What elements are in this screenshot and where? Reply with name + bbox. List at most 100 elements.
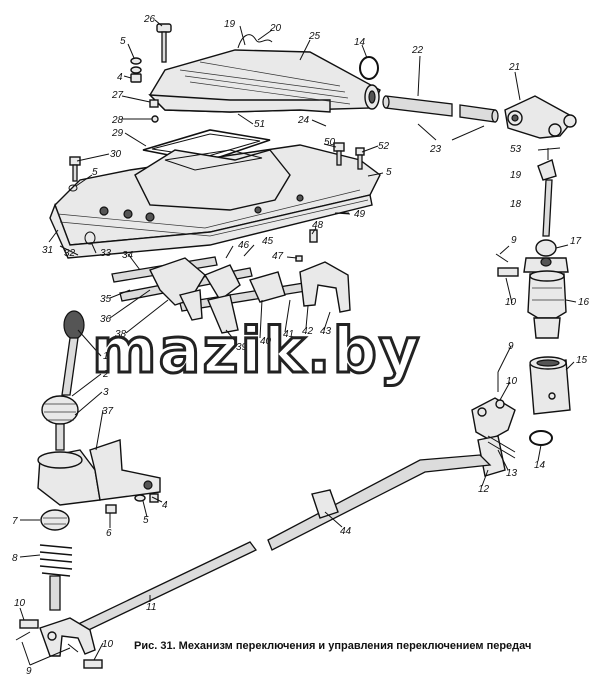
pin-23-right: [451, 125, 485, 141]
nut-4-top: [130, 73, 142, 83]
callout-11: 11: [146, 602, 156, 613]
figure-caption: Рис. 31. Механизм переключения и управле…: [134, 640, 531, 652]
washer-5-mid: [68, 184, 78, 192]
callout-5: 5: [120, 36, 126, 47]
bolt-30: [69, 156, 81, 182]
ball-joint-7: [40, 509, 70, 531]
callout-7: 7: [12, 516, 18, 527]
callout-6: 6: [106, 528, 112, 539]
rod-11: [69, 541, 257, 637]
watermark: mazik.by: [92, 314, 421, 387]
callout-22: 22: [411, 45, 424, 56]
callout-34: 34: [122, 250, 134, 261]
callout-39: 39: [236, 342, 248, 353]
callout-1: 1: [103, 351, 109, 362]
callout-5-b: 5: [92, 167, 98, 178]
pin-9-right: [495, 253, 509, 263]
callout-2: 2: [102, 369, 109, 380]
bolt-6: [105, 504, 117, 514]
clamp-15: [529, 356, 571, 415]
callout-19-b: 19: [510, 170, 522, 181]
callout-10-c: 10: [14, 598, 26, 609]
callout-50: 50: [324, 137, 336, 148]
lever-18: [537, 147, 561, 237]
callout-9: 9: [511, 235, 517, 246]
pin-9-bottom: [15, 631, 79, 653]
callout-42: 42: [302, 326, 314, 337]
callout-21: 21: [508, 62, 520, 73]
callout-5-c: 5: [386, 167, 392, 178]
callout-16: 16: [578, 297, 590, 308]
callout-43: 43: [320, 326, 332, 337]
yoke-44: [311, 489, 339, 519]
callout-47: 47: [272, 251, 284, 262]
shaft-44: [267, 454, 492, 551]
ring-14-right: [529, 430, 553, 446]
callout-5-d: 5: [143, 515, 149, 526]
wire-19-20: [237, 34, 273, 49]
callout-18: 18: [510, 199, 522, 210]
callout-24: 24: [297, 115, 310, 126]
shift-rods: [111, 256, 351, 334]
callout-17: 17: [570, 236, 582, 247]
callout-38: 38: [115, 329, 127, 340]
bolt-26: [156, 23, 172, 63]
callout-20: 20: [269, 23, 282, 34]
callout-41: 41: [283, 329, 294, 340]
ring-33: [84, 231, 96, 245]
callout-32: 32: [64, 248, 76, 259]
callout-9-c: 9: [26, 666, 32, 677]
bolt-10-bottom-left: [19, 619, 39, 629]
callout-3: 3: [103, 387, 109, 398]
gear-lever: [41, 310, 85, 451]
callout-12: 12: [478, 484, 490, 495]
callout-48: 48: [312, 220, 324, 231]
washer-5-mid-2: [134, 494, 146, 502]
callout-9-b: 9: [508, 341, 514, 352]
leader-lines: [19, 19, 577, 666]
callout-14: 14: [354, 37, 366, 48]
spring-8: [39, 544, 73, 611]
callout-49: 49: [354, 209, 366, 220]
housing-31: [49, 144, 381, 259]
plug-48: [309, 229, 318, 243]
callout-30: 30: [110, 149, 122, 160]
washer-5-top-2: [130, 66, 142, 74]
bolt-10-bottom-right: [83, 659, 103, 669]
callout-27: 27: [111, 90, 124, 101]
coupling-17: [523, 239, 569, 273]
callout-26: 26: [143, 14, 156, 25]
pin-23-left: [417, 123, 437, 141]
washer-28: [151, 115, 159, 123]
support-37: [37, 439, 161, 506]
nut-27: [149, 99, 159, 108]
callout-10-d: 10: [102, 639, 114, 650]
callout-4-b: 4: [162, 500, 168, 511]
callout-37: 37: [102, 406, 114, 417]
washer-5-top: [130, 57, 142, 65]
callout-46: 46: [238, 240, 250, 251]
callout-52: 52: [378, 141, 390, 152]
callout-51: 51: [254, 119, 265, 130]
callout-33: 33: [100, 248, 112, 259]
bolt-10-right: [497, 267, 519, 277]
callout-10-b: 10: [506, 376, 518, 387]
callout-29: 29: [111, 128, 124, 139]
callout-28: 28: [111, 115, 124, 126]
lever-12: [471, 397, 516, 477]
callout-14-b: 14: [534, 460, 546, 471]
callout-10: 10: [505, 297, 517, 308]
callout-19: 19: [224, 19, 236, 30]
plug-47: [295, 255, 303, 262]
callout-53: 53: [510, 144, 522, 155]
callout-31: 31: [42, 245, 53, 256]
sleeve-16: [527, 270, 567, 339]
callout-labels: 26 19 20 25 14 5 4 27 28 29 51 24 22 21 …: [12, 14, 590, 677]
callout-23: 23: [429, 144, 442, 155]
callout-40: 40: [260, 336, 272, 347]
fork-bottom: [39, 617, 96, 657]
cover-25: [148, 49, 381, 113]
callout-36: 36: [100, 314, 112, 325]
bracket-21: [504, 95, 577, 139]
